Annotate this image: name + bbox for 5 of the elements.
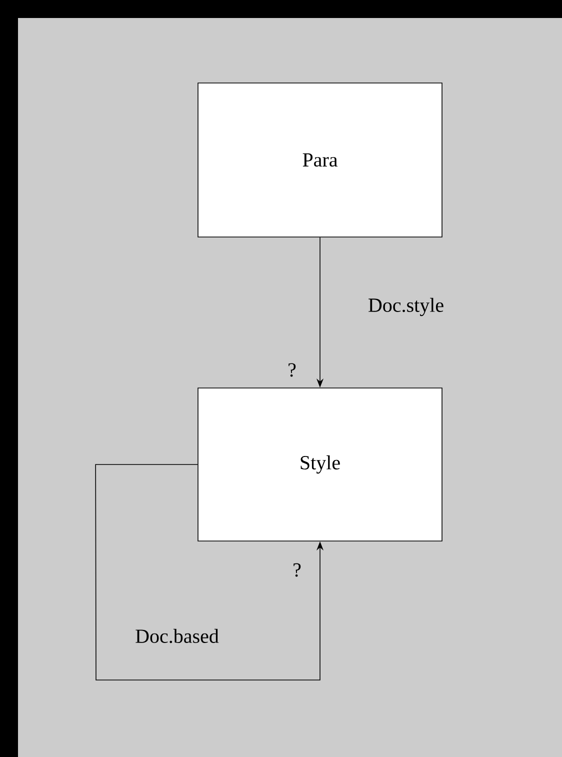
class-box: Style xyxy=(198,388,442,542)
class-box: Para xyxy=(198,82,442,238)
multiplicity-label: ? xyxy=(294,563,301,577)
edge-label: Doc.style xyxy=(366,296,446,318)
edge-label: Doc.based xyxy=(134,628,220,644)
